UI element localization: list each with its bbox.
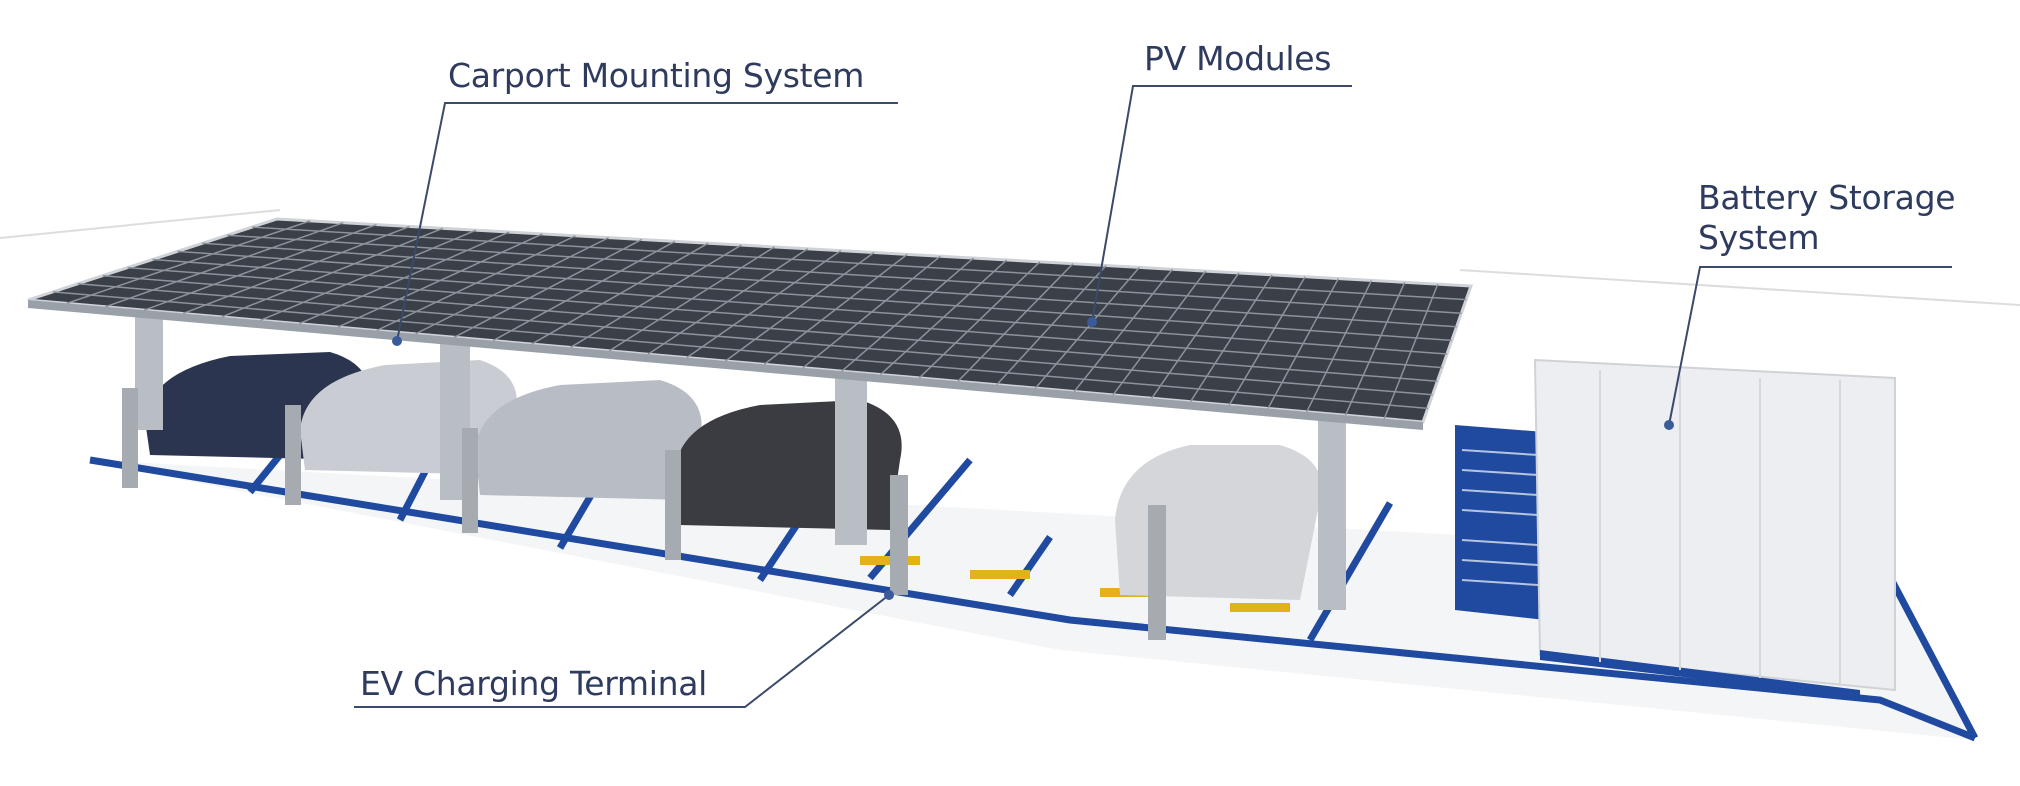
- label-battery-storage-line2: System: [1698, 218, 1820, 257]
- ground-area: [90, 460, 1975, 740]
- label-carport-mounting-system: Carport Mounting System: [448, 56, 865, 95]
- label-pv-modules: PV Modules: [1144, 39, 1332, 78]
- label-ev-charging-terminal: EV Charging Terminal: [360, 664, 708, 703]
- pv-module-array: [27, 217, 1474, 430]
- battery-container: [1455, 358, 1896, 698]
- label-battery-storage-line1: Battery Storage: [1698, 178, 1956, 217]
- ev-charging-terminals: [122, 388, 1166, 640]
- leader-dots: [392, 317, 1674, 600]
- horizon-line: [0, 209, 281, 239]
- horizon-line: [1459, 269, 2020, 306]
- carport-pillars: [135, 310, 1346, 610]
- leader-lines: [354, 85, 1952, 708]
